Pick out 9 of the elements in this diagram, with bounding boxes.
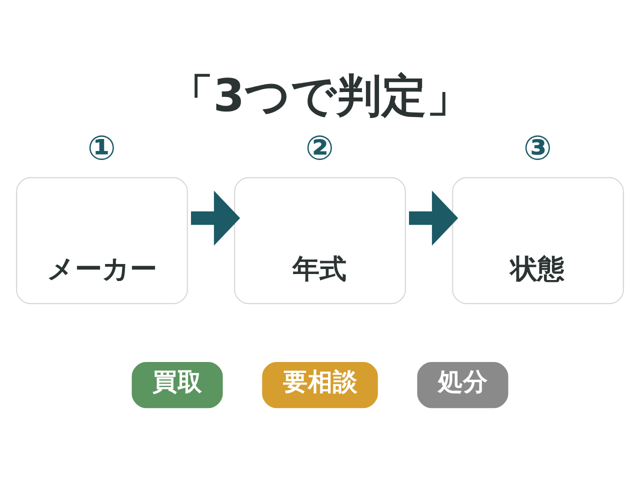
node-box: 要相談 — [262, 362, 378, 408]
node-box: 買取 — [132, 362, 223, 408]
node-label: ② — [305, 128, 334, 168]
node-box: 処分 — [417, 362, 508, 408]
diagram-title: 「3つで判定」 — [168, 68, 472, 122]
node-label: ① — [87, 128, 116, 168]
arrow — [190, 190, 240, 246]
node-label: ③ — [523, 128, 552, 168]
arrow — [409, 190, 458, 246]
